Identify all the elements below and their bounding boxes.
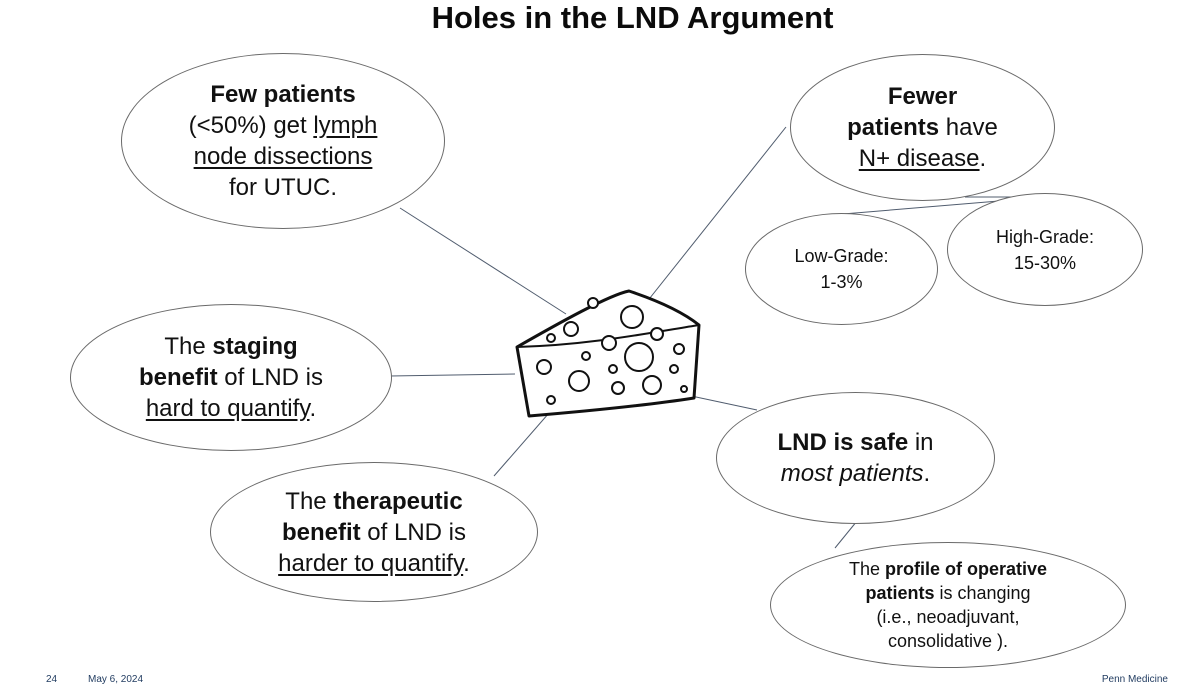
connector-fewer-patients	[633, 126, 787, 319]
fewer-bold: Fewer	[887, 83, 958, 110]
have-text: have	[939, 114, 998, 141]
staging-of-lnd: of LND is	[217, 364, 324, 391]
high-grade-value: 15-30%	[1013, 252, 1077, 273]
patients-bold: patients	[847, 114, 940, 141]
few-patients-bold: Few patients	[210, 81, 356, 108]
high-grade-label: High-Grade:	[995, 226, 1095, 247]
most-patients-italic: most patients	[780, 460, 924, 487]
bubble-fewer-patients: Fewer patients have N+ disease.	[790, 54, 1055, 201]
profile-consolidative: consolidative ).	[887, 631, 1009, 651]
staging-benefit-bold: benefit	[138, 364, 218, 391]
slide-date: May 6, 2024	[88, 674, 144, 685]
profile-ie: (i.e., neoadjuvant,	[876, 607, 1020, 627]
staging-period: .	[309, 395, 317, 422]
bubble-safe: LND is safe in most patients.	[716, 392, 995, 524]
bubble-high-grade: High-Grade: 15-30%	[947, 193, 1143, 306]
for-utuc-text: for UTUC.	[229, 174, 337, 201]
safe-in: in	[908, 429, 934, 456]
therapeutic-period: .	[463, 549, 470, 577]
therapeutic-of-lnd: of LND is	[360, 518, 467, 546]
fewer-period: .	[979, 145, 987, 172]
connector-therapeutic	[493, 404, 557, 477]
therapeutic-the: The	[285, 487, 334, 515]
connector-profile	[834, 520, 858, 549]
node-dissections-underline: node dissections	[193, 143, 373, 170]
low-grade-label: Low-Grade:	[794, 246, 889, 266]
staging-the: The	[164, 333, 213, 360]
therapeutic-bold: therapeutic	[333, 487, 463, 515]
few-patients-text: (<50%) get	[188, 112, 314, 139]
profile-the: The	[848, 559, 885, 579]
page-number: 24	[46, 674, 58, 685]
safe-period: .	[923, 460, 931, 487]
bubble-staging: The staging benefit of LND is hard to qu…	[70, 304, 392, 451]
bubble-few-patients: Few patients (<50%) get lymph node disse…	[121, 53, 445, 229]
harder-to-quantify-underline: harder to quantify	[278, 549, 464, 577]
brand-label: Penn Medicine	[1101, 674, 1168, 685]
therapeutic-benefit-bold: benefit	[281, 518, 361, 546]
connector-few-patients	[399, 207, 567, 315]
bubble-profile: The profile of operative patients is cha…	[770, 542, 1126, 668]
lymph-underline: lymph	[313, 112, 378, 139]
profile-patients-bold: patients	[865, 583, 935, 603]
profile-changing: is changing	[934, 583, 1031, 603]
staging-bold: staging	[212, 333, 298, 360]
n-plus-disease-underline: N+ disease	[858, 145, 980, 172]
bubble-low-grade: Low-Grade: 1-3%	[745, 213, 938, 325]
profile-bold: profile of operative	[885, 559, 1048, 579]
cheese-icon	[515, 289, 701, 418]
hard-to-quantify-underline: hard to quantify	[145, 395, 310, 422]
lnd-safe-bold: LND is safe	[777, 429, 909, 456]
bubble-therapeutic: The therapeutic benefit of LND is harder…	[210, 462, 538, 602]
connector-staging	[389, 373, 516, 377]
slide-title: Holes in the LND Argument	[431, 0, 834, 35]
low-grade-value: 1-3%	[820, 272, 863, 292]
